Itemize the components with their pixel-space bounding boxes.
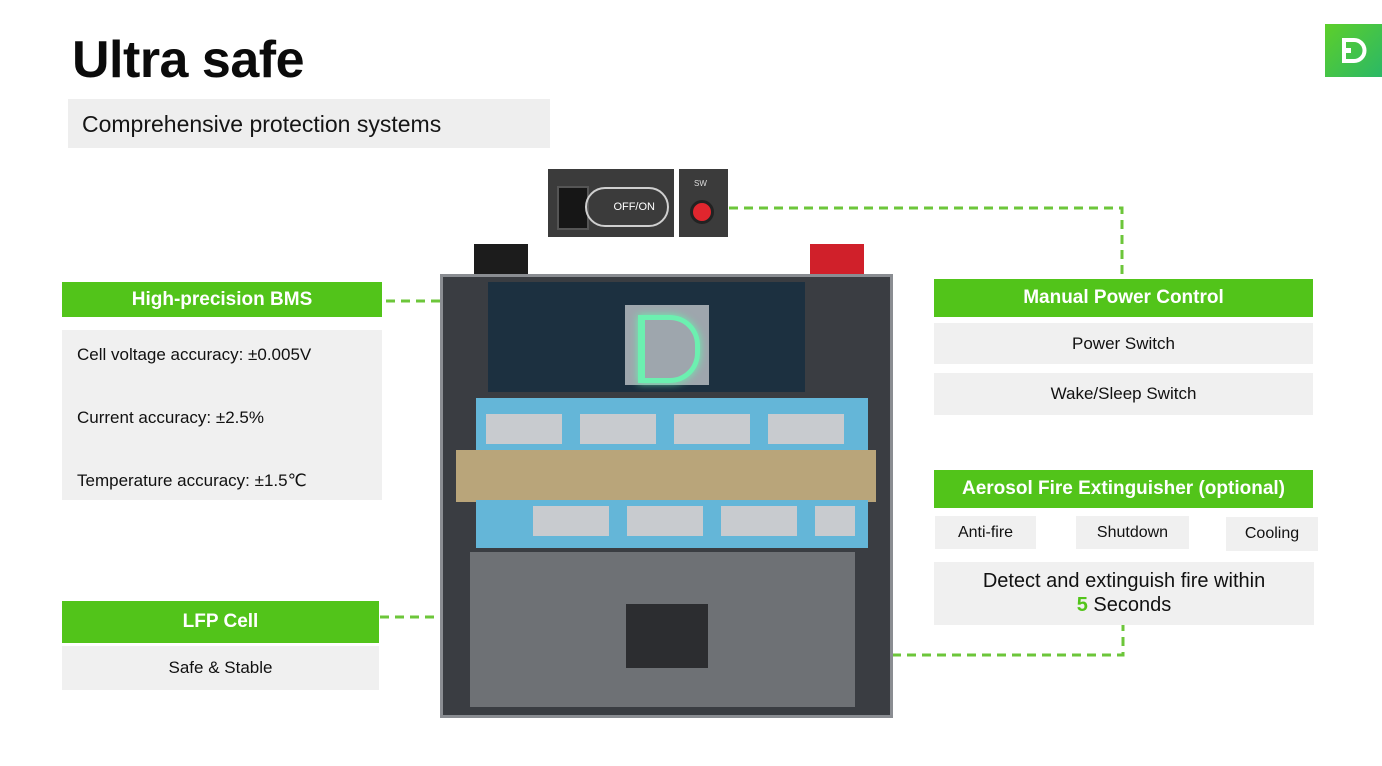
brand-logo xyxy=(1325,24,1382,77)
positive-terminal xyxy=(810,244,864,278)
detect-number: 5 xyxy=(1076,594,1088,616)
wake-sleep-item: Wake/Sleep Switch xyxy=(934,373,1313,415)
power-switch-item: Power Switch xyxy=(934,323,1313,364)
sw-label: SW xyxy=(694,179,707,188)
cell-pad xyxy=(768,414,844,444)
detect-text: Detect and extinguish fire within 5 Seco… xyxy=(934,569,1314,617)
bms-heading: High-precision BMS xyxy=(62,282,382,317)
aerosol-connector xyxy=(682,625,1125,657)
power-connector xyxy=(729,206,1124,278)
chip-cooling: Cooling xyxy=(1226,517,1318,551)
spec-value: ±0.005V xyxy=(248,345,312,364)
cell-pad xyxy=(674,414,750,444)
lfp-heading: LFP Cell xyxy=(62,601,379,643)
cell-pad xyxy=(580,414,656,444)
spec-current: Current accuracy: ±2.5% xyxy=(77,408,264,428)
aerosol-heading: Aerosol Fire Extinguisher (optional) xyxy=(934,470,1313,508)
spec-temperature: Temperature accuracy: ±1.5℃ xyxy=(77,471,307,491)
spec-value: ±2.5% xyxy=(215,408,264,427)
bms-spec-panel xyxy=(62,330,382,500)
cell-pad xyxy=(815,506,855,536)
spec-value: ±1.5℃ xyxy=(254,471,307,490)
detect-line1: Detect and extinguish fire within xyxy=(982,570,1266,592)
detect-line2: 5 Seconds xyxy=(934,593,1314,617)
spec-label: Cell voltage accuracy: xyxy=(77,345,249,364)
lfp-text: Safe & Stable xyxy=(62,646,379,690)
brand-d-icon xyxy=(1342,38,1367,63)
cell-pad xyxy=(533,506,609,536)
subtitle-box xyxy=(68,99,550,148)
cell-pad xyxy=(486,414,562,444)
power-heading: Manual Power Control xyxy=(934,279,1313,317)
spec-label: Temperature accuracy: xyxy=(77,471,255,490)
busbar xyxy=(456,450,876,502)
fire-extinguisher-unit xyxy=(626,604,708,668)
detect-panel xyxy=(934,562,1314,625)
spec-label: Current accuracy: xyxy=(77,408,216,427)
wake-button-icon xyxy=(690,200,714,224)
rocker-lever-icon xyxy=(557,186,589,230)
cell-pad xyxy=(627,506,703,536)
detect-unit: Seconds xyxy=(1087,594,1172,616)
chip-anti-fire: Anti-fire xyxy=(935,516,1036,549)
off-on-label: OFF/ON xyxy=(585,187,669,227)
board-d-logo-icon xyxy=(638,315,700,383)
chip-shutdown: Shutdown xyxy=(1076,516,1189,549)
page-title: Ultra safe xyxy=(72,31,305,89)
page-subtitle: Comprehensive protection systems xyxy=(82,111,442,137)
cell-pad xyxy=(721,506,797,536)
negative-terminal xyxy=(474,244,528,278)
spec-cell-voltage: Cell voltage accuracy: ±0.005V xyxy=(77,345,311,365)
